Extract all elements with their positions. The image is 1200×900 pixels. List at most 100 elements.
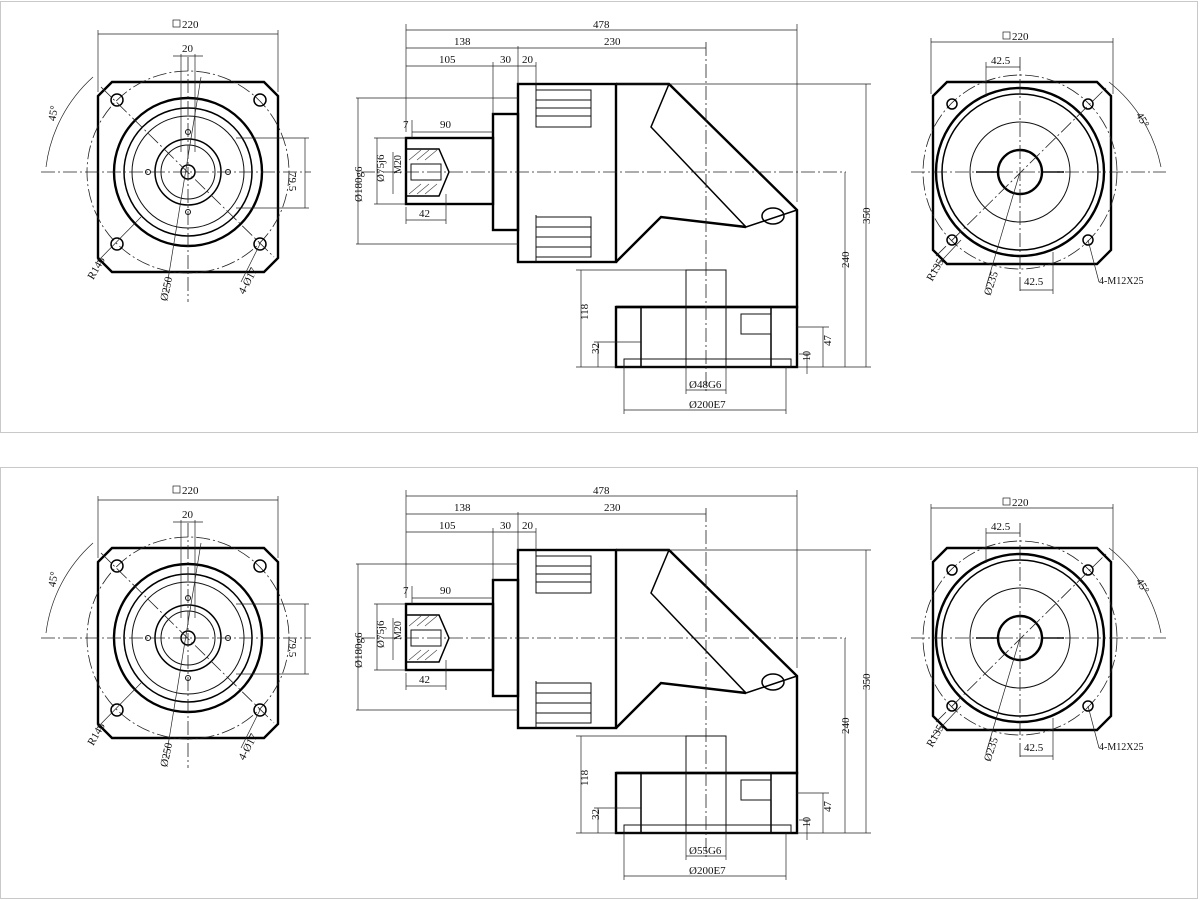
mount-hole <box>253 93 267 107</box>
dim-thread-depth: 42 <box>419 674 430 686</box>
dim-tapped: 4-M12X25 <box>1099 276 1143 287</box>
dim-pcd: Ø250 <box>158 275 175 302</box>
dim-pcd: Ø235 <box>982 269 1001 296</box>
mount-hole <box>253 237 267 251</box>
dim-holes: 4-Ø17 <box>236 265 260 296</box>
tapped-hole <box>1082 700 1094 712</box>
tapped-hole <box>1082 98 1094 110</box>
dim-base-step: 10 <box>802 351 813 361</box>
dim-pcd: Ø250 <box>158 741 175 768</box>
tapped-bore <box>406 614 450 663</box>
mount-hole <box>110 237 124 251</box>
dim-radius: R146 <box>85 255 108 282</box>
dim-height-center: 240 <box>840 251 852 268</box>
dim-angle: 45° <box>1133 576 1151 595</box>
dim-radius: R146 <box>85 721 108 748</box>
left-view: 220 20 45° 79.5 R146 Ø250 4-Ø17 <box>41 485 311 768</box>
dim-step-a: 30 <box>500 520 512 532</box>
tapped-hole <box>946 234 958 246</box>
right-view: 220 42.5 42.5 45° R135 Ø235 4-M12X25 <box>911 31 1166 297</box>
dim-thread: M20 <box>393 621 404 640</box>
dim-step-b: 20 <box>522 520 534 532</box>
right-view: 220 42.5 42.5 45° R135 Ø235 4-M12X25 <box>911 497 1166 763</box>
dim-offset: 20 <box>182 43 194 55</box>
output-square <box>931 80 1113 266</box>
output-flange <box>614 771 799 835</box>
tapped-hole <box>1082 234 1094 246</box>
dim-flange-dia: Ø180g6 <box>353 166 365 202</box>
dim-height-total: 350 <box>861 673 873 690</box>
dim-key-length: 90 <box>440 585 452 597</box>
left-view: 220 20 45° 79.5 R146 Ø250 4-Ø17 <box>41 19 311 302</box>
mount-hole <box>110 703 124 717</box>
flange-outline <box>96 80 280 274</box>
dim-overall: 478 <box>593 19 610 31</box>
dim-angle: 45° <box>46 571 60 588</box>
dim-square: 220 <box>182 19 199 31</box>
dim-angle: 45° <box>1133 110 1151 129</box>
dim-offset: 20 <box>182 509 194 521</box>
tapped-hole <box>946 700 958 712</box>
dim-shaft-dia: Ø75j6 <box>375 154 387 182</box>
drain-plug <box>761 207 785 225</box>
mount-hole <box>110 559 124 573</box>
angle-body <box>616 82 799 309</box>
bolt-hole <box>145 635 151 641</box>
dim-shaft-dia: Ø75j6 <box>375 620 387 648</box>
dim-offset-bottom: 42.5 <box>1024 276 1044 288</box>
dim-tapped: 4-M12X25 <box>1099 742 1143 753</box>
dim-key-offset: 7 <box>403 119 409 131</box>
dim-holes: 4-Ø17 <box>236 731 260 762</box>
dim-pcd: Ø235 <box>982 735 1001 762</box>
flange-outline <box>96 546 280 740</box>
dim-base-step: 10 <box>802 817 813 827</box>
dim-hole-pitch: 79.5 <box>286 172 298 192</box>
dim-output-bore: Ø48G6 <box>689 379 722 391</box>
dim-key-offset: 7 <box>403 585 409 597</box>
dim-base-height: 32 <box>590 343 602 354</box>
dim-angle: 45° <box>46 105 60 122</box>
drain-plug <box>761 673 785 691</box>
dim-offset-top: 42.5 <box>991 521 1011 533</box>
tapped-hole <box>946 98 958 110</box>
dim-output-height: 118 <box>579 769 591 786</box>
dim-bend-center: 230 <box>604 502 621 514</box>
dim-shaft-length: 105 <box>439 54 456 66</box>
drawing-panel-bottom: 220 20 45° 79.5 R146 Ø250 4-Ø17 <box>0 467 1198 899</box>
side-view: 478 138 230 105 30 20 90 7 Ø180g6 Ø75j6 … <box>353 485 873 880</box>
dim-key-length: 90 <box>440 119 452 131</box>
bolt-hole <box>145 169 151 175</box>
dim-output-pilot: Ø200E7 <box>689 865 726 877</box>
dim-offset-bottom: 42.5 <box>1024 742 1044 754</box>
dim-base-offset: 47 <box>822 335 834 347</box>
input-shaft <box>404 602 495 672</box>
dim-output-pilot: Ø200E7 <box>689 399 726 411</box>
output-square <box>931 546 1113 732</box>
tapped-hole <box>1082 564 1094 576</box>
dim-flange-bend: 138 <box>454 36 471 48</box>
output-flange <box>614 305 799 369</box>
mount-hole <box>253 703 267 717</box>
gear-housing <box>516 82 618 264</box>
dim-base-offset: 47 <box>822 801 834 813</box>
dim-offset-top: 42.5 <box>991 55 1011 67</box>
mount-hole <box>110 93 124 107</box>
drawing-sheet: 220 20 45° 79.5 R146 Ø250 4-Ø17 <box>41 19 1166 414</box>
dim-hole-pitch: 79.5 <box>286 638 298 658</box>
dim-step-a: 30 <box>500 54 512 66</box>
drawing-panel-top: 220 20 45° 79.5 R146 Ø250 4-Ø17 <box>0 1 1198 433</box>
tapped-bore <box>406 148 450 197</box>
gear-housing <box>516 548 618 730</box>
dim-flange-dia: Ø180g6 <box>353 632 365 668</box>
dim-base-height: 32 <box>590 809 602 820</box>
dim-output-bore: Ø55G6 <box>689 845 722 857</box>
dim-overall: 478 <box>593 485 610 497</box>
dim-square: 220 <box>1012 31 1029 43</box>
dim-output-height: 118 <box>579 303 591 320</box>
mount-hole <box>253 559 267 573</box>
dim-height-center: 240 <box>840 717 852 734</box>
tapped-hole <box>946 564 958 576</box>
dim-step-b: 20 <box>522 54 534 66</box>
side-view: 478 138 230 105 30 20 90 7 Ø180g6 Ø75j6 … <box>353 19 873 414</box>
dim-thread-depth: 42 <box>419 208 430 220</box>
